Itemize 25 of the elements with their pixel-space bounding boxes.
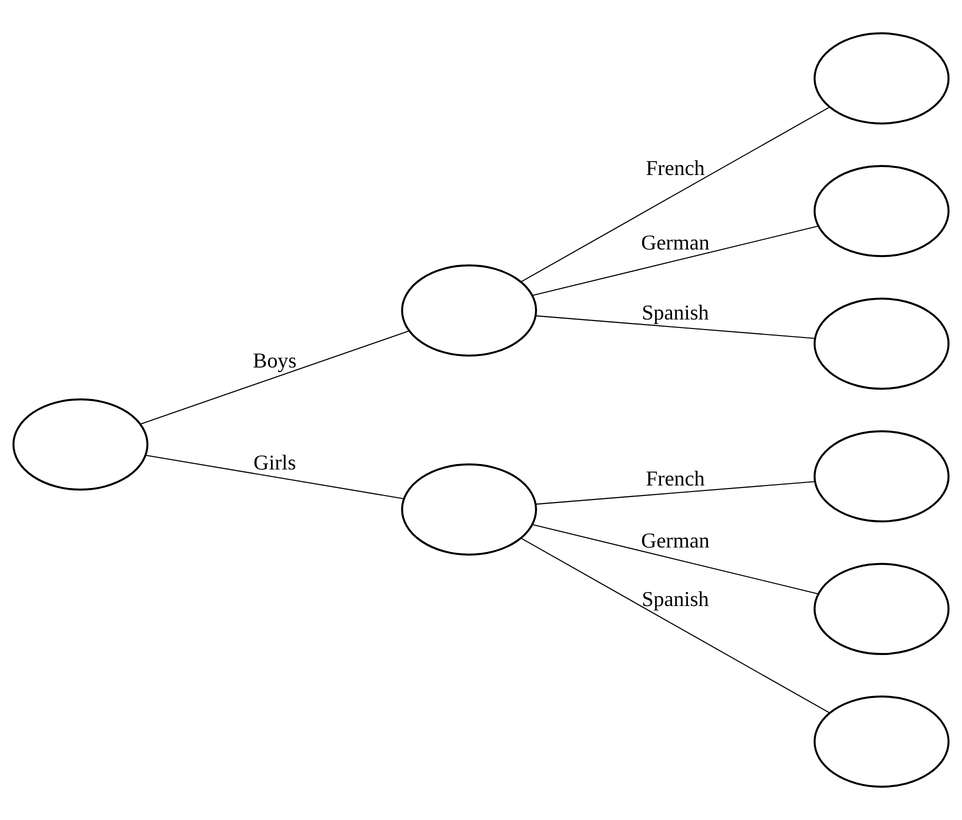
node-ellipse: [814, 562, 950, 656]
edge-label: Boys: [252, 348, 297, 372]
node-ellipse: [12, 398, 148, 491]
connector: [532, 524, 818, 594]
connector: [536, 315, 815, 339]
edge-label: French: [646, 156, 705, 180]
connector: [140, 330, 410, 425]
node-ellipse: [814, 32, 950, 124]
node-ellipse: [814, 164, 950, 258]
node-ellipse: [814, 696, 950, 788]
connector: [536, 481, 815, 505]
connector: [520, 106, 830, 282]
node-ellipse: [401, 264, 538, 357]
node-ellipse: [814, 430, 950, 522]
edge-label: Girls: [254, 450, 296, 474]
edge-label: Spanish: [642, 587, 709, 612]
connector: [145, 454, 404, 500]
connector: [532, 226, 818, 296]
node-ellipse: [401, 463, 538, 556]
edge-label: German: [641, 230, 710, 254]
connector: [520, 538, 830, 714]
edge-label: French: [646, 466, 705, 490]
edge-label: German: [641, 528, 710, 553]
node-ellipse: [814, 298, 950, 390]
edge-label: Spanish: [642, 300, 709, 325]
